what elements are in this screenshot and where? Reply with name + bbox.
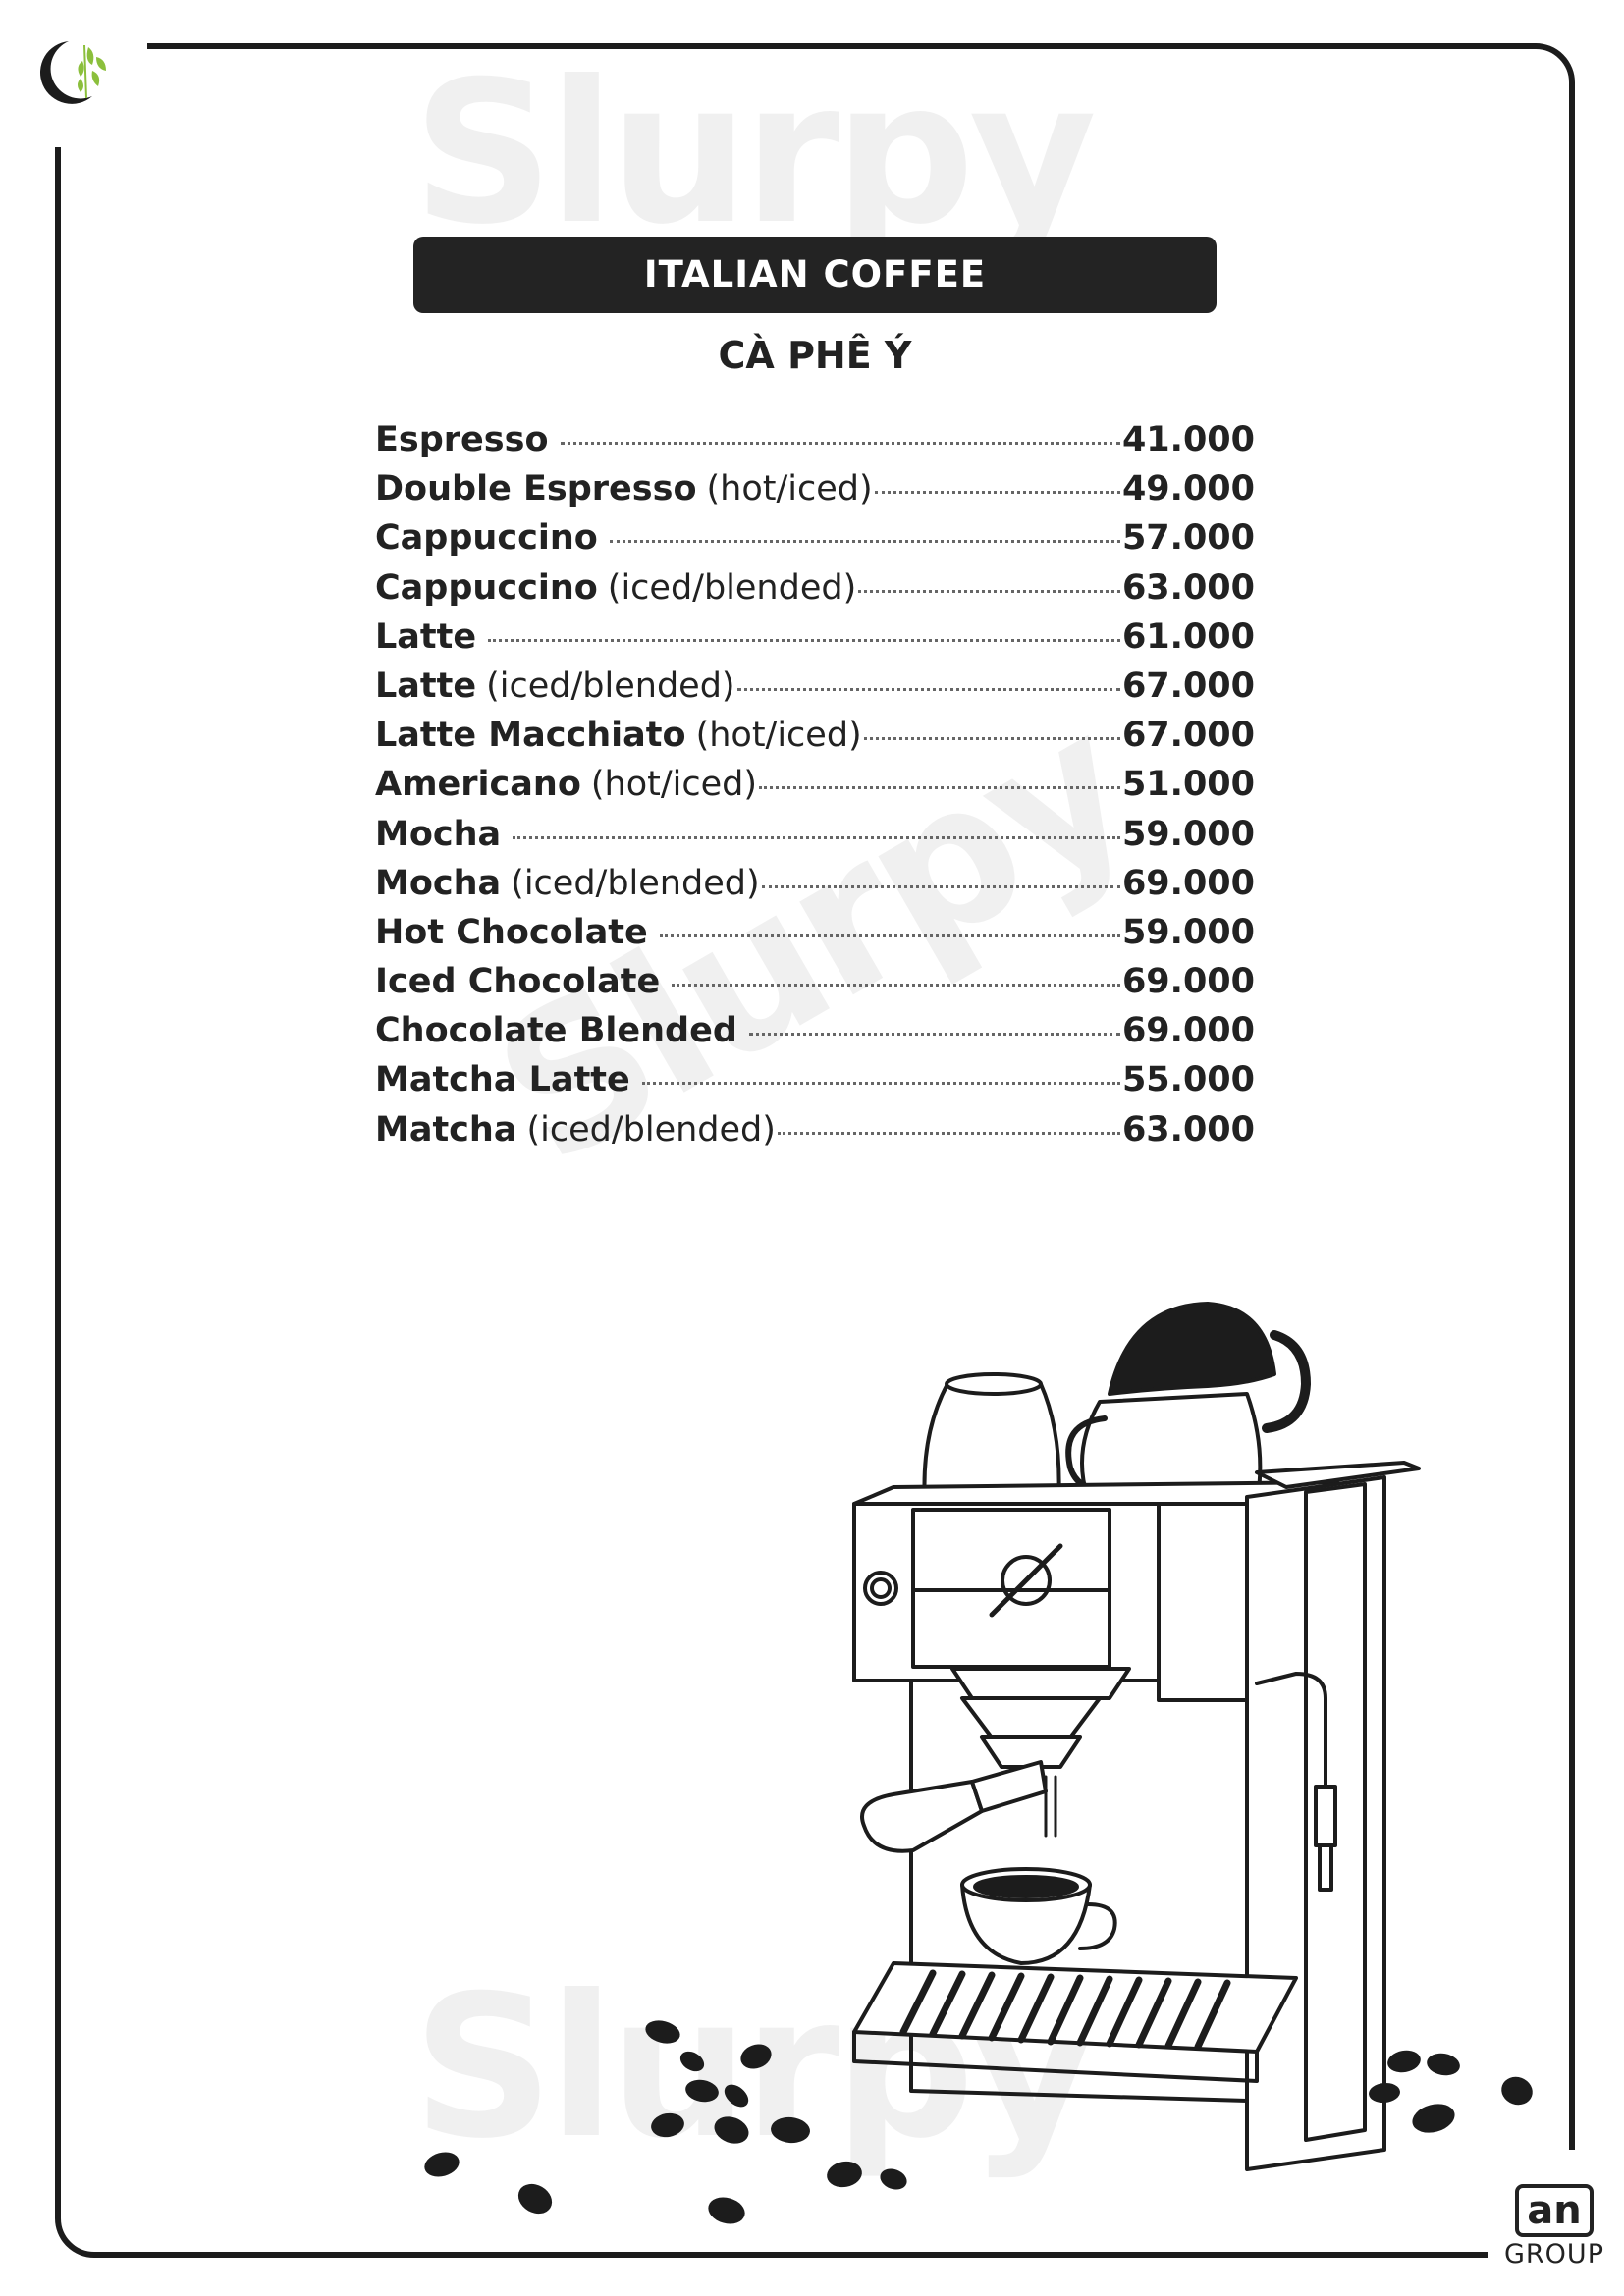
item-price: 57.000: [1121, 518, 1255, 559]
dot-leader: [777, 1131, 1120, 1135]
item-name: Hot Chocolate: [375, 912, 648, 952]
item-name: Americano: [375, 765, 581, 805]
item-name: Latte Macchiato: [375, 716, 686, 756]
dot-leader: [513, 835, 1120, 839]
item-price: 41.000: [1121, 420, 1255, 459]
menu-item: Matcha(iced/blended) 63.000: [375, 1110, 1255, 1159]
item-price: 69.000: [1121, 1011, 1255, 1051]
item-price: 49.000: [1121, 469, 1255, 509]
item-price: 59.000: [1121, 912, 1255, 952]
dot-leader: [560, 442, 1120, 445]
item-price: 51.000: [1121, 765, 1255, 805]
item-price: 63.000: [1121, 567, 1255, 608]
item-price: 61.000: [1121, 616, 1255, 657]
dot-leader: [659, 934, 1120, 937]
item-note: (iced/blended): [511, 863, 760, 903]
item-name: Espresso: [375, 420, 549, 459]
item-note: (hot/iced): [706, 469, 873, 509]
item-name: Cappuccino: [375, 518, 598, 559]
item-price: 63.000: [1121, 1109, 1255, 1149]
menu-item: Cappuccino(iced/blended) 63.000: [375, 568, 1255, 617]
item-price: 67.000: [1121, 666, 1255, 706]
dot-leader: [488, 638, 1120, 642]
menu-item: Mocha(iced/blended) 69.000: [375, 864, 1255, 913]
item-name: Double Espresso: [375, 469, 697, 509]
menu-item: Latte Macchiato(hot/iced) 67.000: [375, 716, 1255, 765]
menu-item: Mocha 59.000: [375, 815, 1255, 864]
dot-leader: [874, 491, 1120, 495]
dot-leader: [609, 540, 1120, 544]
item-name: Latte: [375, 666, 477, 706]
menu-item: Latte 61.000: [375, 617, 1255, 667]
menu-item: Espresso 41.000: [375, 420, 1255, 469]
section-title: ITALIAN COFFEE: [643, 253, 987, 295]
item-price: 69.000: [1121, 863, 1255, 903]
dot-leader: [736, 687, 1120, 691]
item-note: (hot/iced): [590, 765, 758, 805]
watermark: Slurpy: [412, 39, 1097, 268]
menu-item: Matcha Latte 55.000: [375, 1060, 1255, 1109]
dot-leader: [672, 984, 1120, 988]
dot-leader: [863, 737, 1120, 741]
item-note: (iced/blended): [607, 567, 857, 608]
menu-item: Chocolate Blended 69.000: [375, 1011, 1255, 1060]
dot-leader: [641, 1082, 1120, 1086]
item-name: Chocolate Blended: [375, 1011, 737, 1051]
menu-item: Latte(iced/blended) 67.000: [375, 667, 1255, 716]
brand-logo-mark: an: [1515, 2184, 1594, 2237]
item-name: Iced Chocolate: [375, 962, 661, 1002]
item-name: Mocha: [375, 814, 502, 854]
item-name: Mocha: [375, 863, 502, 903]
dot-leader: [761, 884, 1120, 888]
item-name: Matcha Latte: [375, 1060, 630, 1100]
item-price: 67.000: [1121, 716, 1255, 756]
item-note: (iced/blended): [486, 666, 735, 706]
item-name: Cappuccino: [375, 567, 598, 608]
item-price: 69.000: [1121, 962, 1255, 1002]
item-note: (iced/blended): [526, 1109, 776, 1149]
dot-leader: [858, 589, 1120, 593]
section-title-bar: ITALIAN COFFEE: [413, 237, 1217, 313]
page-frame: [55, 43, 1575, 2258]
item-price: 55.000: [1121, 1060, 1255, 1100]
espresso-machine-icon: [852, 1302, 1421, 2171]
menu-item: Cappuccino 57.000: [375, 518, 1255, 567]
menu-item: Iced Chocolate 69.000: [375, 962, 1255, 1011]
brand-logo: an GROUP: [1500, 2184, 1608, 2282]
item-name: Matcha: [375, 1109, 517, 1149]
moon-leaf-icon: [39, 41, 106, 104]
menu-item: Double Espresso(hot/iced) 49.000: [375, 469, 1255, 518]
dot-leader: [759, 786, 1120, 790]
item-note: (hot/iced): [695, 716, 862, 756]
menu-item: Hot Chocolate 59.000: [375, 913, 1255, 962]
section-subtitle: CÀ PHÊ Ý: [718, 334, 912, 377]
item-price: 59.000: [1121, 814, 1255, 854]
menu-item: Americano(hot/iced) 51.000: [375, 765, 1255, 814]
brand-logo-group: GROUP: [1504, 2239, 1604, 2269]
coffee-beans-icon: [424, 2020, 1533, 2224]
item-name: Latte: [375, 616, 477, 657]
dot-leader: [748, 1033, 1120, 1037]
